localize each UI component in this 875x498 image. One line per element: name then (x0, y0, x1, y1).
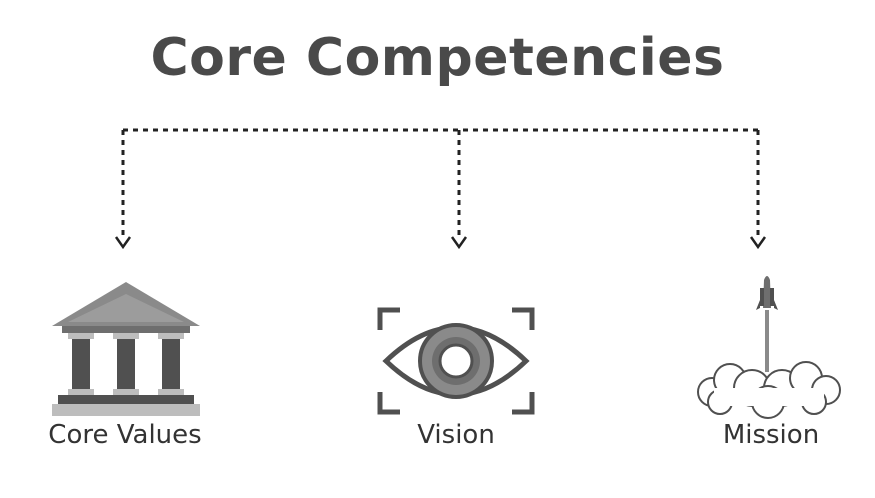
eye-icon (377, 307, 535, 415)
diagram-title: Core Competencies (150, 28, 725, 88)
temple-icon (52, 282, 200, 416)
arrowhead-left (114, 236, 132, 250)
rocket-launch-icon (697, 276, 841, 419)
arrowhead-right (749, 236, 767, 250)
label-vision: Vision (417, 420, 495, 450)
label-core-values: Core Values (48, 420, 202, 450)
arrowhead-middle (450, 236, 468, 250)
label-mission: Mission (722, 420, 820, 450)
